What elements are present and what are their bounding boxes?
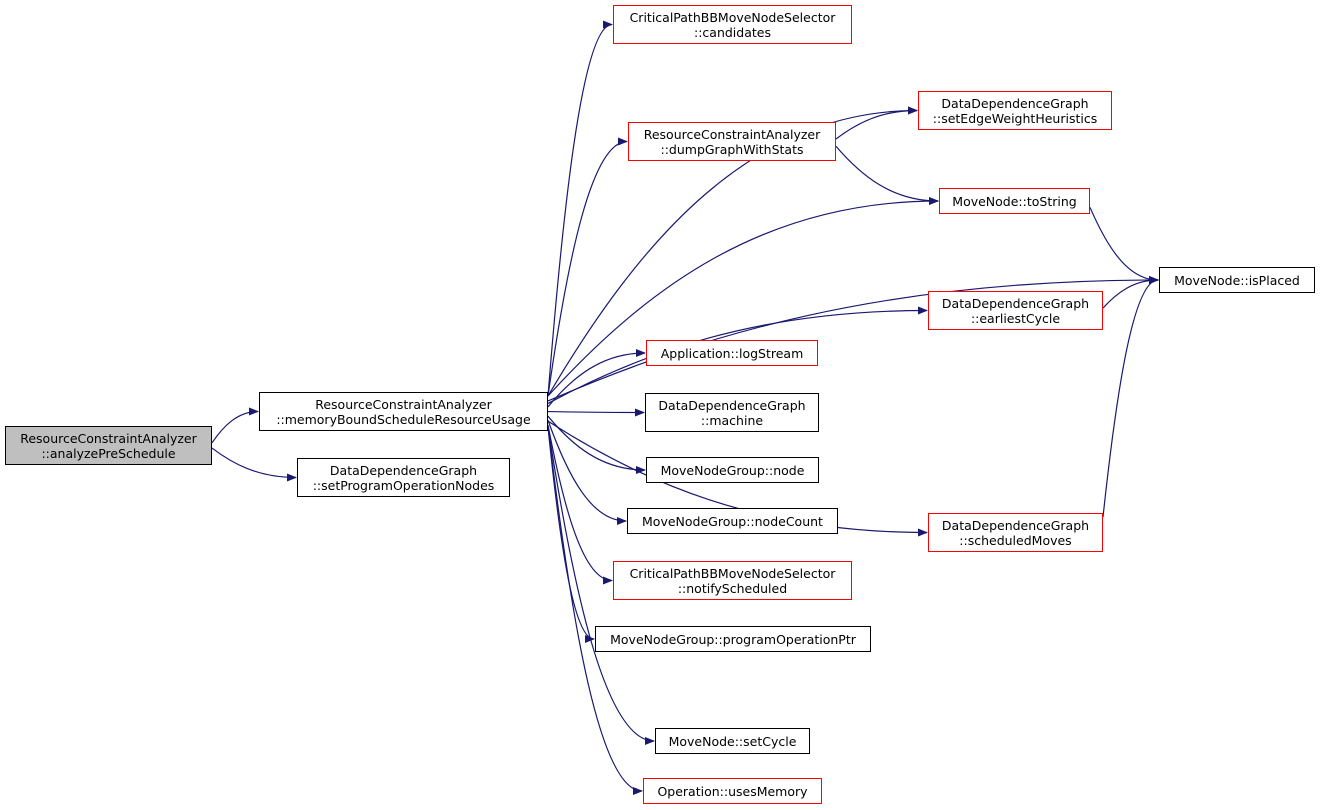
edge-dumpGraphWithStats-to-toString xyxy=(835,145,939,205)
node-label-line: ResourceConstraintAnalyzer xyxy=(20,430,197,446)
node-label-line: MoveNode::isPlaced xyxy=(1174,272,1300,288)
edge-memoryBoundSchedule-to-earliestCycle xyxy=(547,306,928,404)
node-label-line: DataDependenceGraph xyxy=(941,517,1090,533)
node-label-line: DataDependenceGraph xyxy=(941,295,1090,311)
node-label-line: ::setProgramOperationNodes xyxy=(312,477,495,493)
node-machine[interactable]: DataDependenceGraph ::machine xyxy=(645,393,819,432)
node-label-line: Operation::usesMemory xyxy=(657,783,808,799)
node-set-program-operation-nodes[interactable]: DataDependenceGraph ::setProgramOperatio… xyxy=(297,458,510,497)
node-label-line: CriticalPathBBMoveNodeSelector xyxy=(629,9,836,25)
node-notify-scheduled[interactable]: CriticalPathBBMoveNodeSelector ::notifyS… xyxy=(613,561,852,600)
node-label-line: ::dumpGraphWithStats xyxy=(660,141,804,157)
edge-memoryBoundSchedule-to-logStream xyxy=(547,349,646,408)
edge-memoryBoundSchedule-to-machine xyxy=(547,408,645,417)
node-label-line: DataDependenceGraph xyxy=(941,95,1089,111)
node-label-line: DataDependenceGraph xyxy=(329,462,478,478)
edge-analyzePreSchedule-to-memoryBoundSchedule xyxy=(211,407,259,444)
node-scheduled-moves[interactable]: DataDependenceGraph ::scheduledMoves xyxy=(928,513,1103,552)
node-label-line: DataDependenceGraph xyxy=(658,397,806,413)
node-dump-graph-with-stats[interactable]: ResourceConstraintAnalyzer ::dumpGraphWi… xyxy=(628,122,836,161)
node-set-cycle[interactable]: MoveNode::setCycle xyxy=(655,728,810,754)
node-label-line: ::notifyScheduled xyxy=(677,580,788,596)
node-node-count[interactable]: MoveNodeGroup::nodeCount xyxy=(627,508,838,534)
edge-memoryBoundSchedule-to-setEdgeWeightHeuristics xyxy=(547,106,918,397)
edge-analyzePreSchedule-to-setProgramOperationNodes xyxy=(211,447,297,482)
node-label-line: ::setEdgeWeightHeuristics xyxy=(932,110,1098,126)
node-earliest-cycle[interactable]: DataDependenceGraph ::earliestCycle xyxy=(928,291,1103,330)
edge-memoryBoundSchedule-to-scheduledMoves xyxy=(547,420,928,537)
node-label-line: ::analyzePreSchedule xyxy=(41,445,176,461)
node-move-node-group-node[interactable]: MoveNodeGroup::node xyxy=(646,457,819,483)
node-label-line: CriticalPathBBMoveNodeSelector xyxy=(629,565,836,581)
node-set-edge-weight-heuristics[interactable]: DataDependenceGraph ::setEdgeWeightHeuri… xyxy=(918,91,1112,130)
node-label-line: ::earliestCycle xyxy=(970,310,1061,326)
node-label-line: MoveNode::toString xyxy=(952,193,1077,209)
edge-memoryBoundSchedule-to-candidates xyxy=(547,20,613,397)
edge-toString-to-isPlaced xyxy=(1089,207,1159,284)
edge-scheduledMoves-to-isPlaced xyxy=(1102,276,1159,518)
edge-memoryBoundSchedule-to-node xyxy=(547,415,646,474)
edge-memoryBoundSchedule-to-toString xyxy=(547,197,939,397)
node-uses-memory[interactable]: Operation::usesMemory xyxy=(643,778,822,804)
edge-memoryBoundSchedule-to-nodeCount xyxy=(547,420,627,525)
node-is-placed[interactable]: MoveNode::isPlaced xyxy=(1159,267,1315,293)
node-to-string[interactable]: MoveNode::toString xyxy=(939,188,1090,214)
node-log-stream[interactable]: Application::logStream xyxy=(646,340,818,366)
node-label-line: ResourceConstraintAnalyzer xyxy=(643,126,821,142)
edge-memoryBoundSchedule-to-notifyScheduled xyxy=(547,424,613,585)
edge-memoryBoundSchedule-to-setCycle xyxy=(547,426,655,745)
node-label-line: MoveNodeGroup::programOperationPtr xyxy=(610,631,856,647)
node-label-line: ::candidates xyxy=(694,24,771,40)
edge-memoryBoundSchedule-to-usesMemory xyxy=(547,426,643,795)
node-label-line: MoveNode::setCycle xyxy=(668,733,797,749)
node-label-line: ::memoryBoundScheduleResourceUsage xyxy=(276,411,531,427)
node-candidates[interactable]: CriticalPathBBMoveNodeSelector ::candida… xyxy=(613,5,852,44)
edge-memoryBoundSchedule-to-dumpGraphWithStats xyxy=(547,137,628,397)
node-memory-bound-schedule-resource-usage[interactable]: ResourceConstraintAnalyzer ::memoryBound… xyxy=(259,392,548,431)
node-label-line: Application::logStream xyxy=(660,345,804,361)
node-label-line: MoveNodeGroup::node xyxy=(660,462,805,478)
node-program-operation-ptr[interactable]: MoveNodeGroup::programOperationPtr xyxy=(595,626,871,652)
edge-memoryBoundSchedule-to-isPlaced xyxy=(547,276,1159,402)
node-analyze-pre-schedule[interactable]: ResourceConstraintAnalyzer ::analyzePreS… xyxy=(5,426,212,465)
node-label-line: ::scheduledMoves xyxy=(959,532,1072,548)
node-label-line: MoveNodeGroup::nodeCount xyxy=(642,513,823,529)
node-label-line: ResourceConstraintAnalyzer xyxy=(315,396,492,412)
edge-dumpGraphWithStats-to-setEdgeWeightHeuristics xyxy=(835,106,918,140)
node-label-line: ::machine xyxy=(700,412,764,428)
